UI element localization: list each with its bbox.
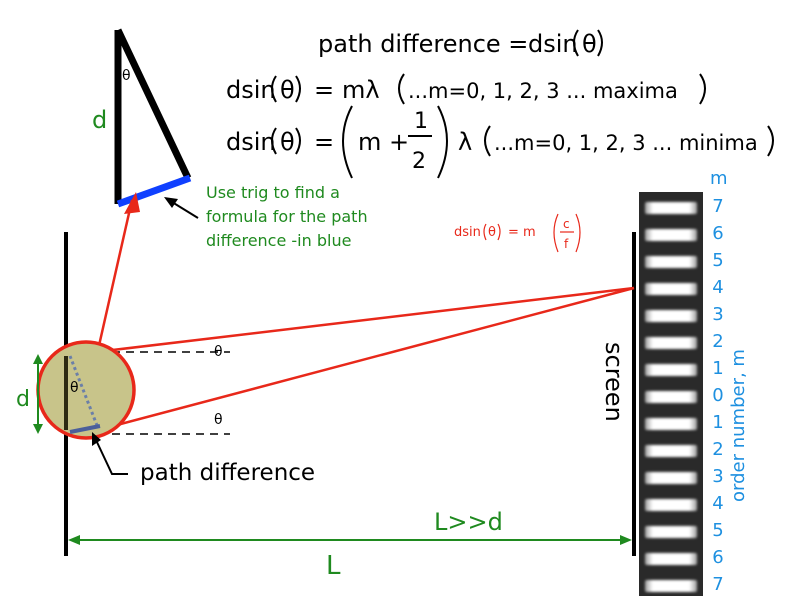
right-triangle: d θ xyxy=(92,28,192,208)
L-condition-label: L>>d xyxy=(434,508,503,536)
fringe xyxy=(645,310,697,322)
fringe xyxy=(645,364,697,376)
lower-theta-label: θ xyxy=(214,412,223,428)
rays xyxy=(95,199,635,432)
ray-to-triangle xyxy=(96,199,134,351)
eq2-theta: θ xyxy=(280,76,295,104)
eq3-equals: = xyxy=(314,128,334,156)
eq2-equals: = xyxy=(314,76,334,104)
L-dimension-arrow: L>>d L xyxy=(68,508,632,581)
triangle-path-difference xyxy=(116,174,192,208)
trig-note-line1: Use trig to find a xyxy=(206,183,340,202)
eq2-note: ...m=0, 1, 2, 3 ... maxima xyxy=(408,79,678,103)
fringe xyxy=(645,418,697,430)
order-number: 5 xyxy=(712,250,724,271)
order-number: 0 xyxy=(712,385,724,406)
ray-arrowhead xyxy=(124,192,140,214)
equation-minima: dsin θ = m + 1 2 λ ...m=0, 1, 2, 3 ... m… xyxy=(226,105,774,179)
eq3-func: dsin xyxy=(226,128,276,156)
eq1-left: path difference = xyxy=(318,30,528,58)
order-number: 3 xyxy=(712,304,724,325)
order-number: 4 xyxy=(712,493,724,514)
m-header-label: m xyxy=(710,168,728,189)
red-equation: dsin θ = m c f xyxy=(454,213,581,253)
trig-note: Use trig to find a formula for the path … xyxy=(206,183,368,250)
eq3-numerator: 1 xyxy=(414,109,428,134)
red-eq-theta: θ xyxy=(488,225,496,240)
red-eq-den: f xyxy=(564,237,569,251)
equation-maxima: dsin θ = mλ ...m=0, 1, 2, 3 ... maxima xyxy=(226,73,706,105)
fringe xyxy=(645,526,697,538)
eq2-func: dsin xyxy=(226,76,276,104)
ray-upper xyxy=(95,286,635,354)
order-number: 1 xyxy=(712,358,724,379)
order-number: 4 xyxy=(712,277,724,298)
order-number: 3 xyxy=(712,466,724,487)
order-number: 6 xyxy=(712,547,724,568)
order-axis-label: order number, m xyxy=(728,349,749,502)
eq1-theta: θ xyxy=(582,30,597,58)
order-number: 2 xyxy=(712,439,724,460)
interference-pattern xyxy=(639,192,703,596)
trig-note-line2: formula for the path xyxy=(206,207,368,226)
fringe xyxy=(645,553,697,565)
eq3-theta: θ xyxy=(280,128,295,156)
zoom-theta-label: θ xyxy=(70,380,79,396)
L-label: L xyxy=(326,551,341,581)
order-number: 1 xyxy=(712,412,724,433)
red-eq-func: dsin xyxy=(454,225,481,240)
ray-lower xyxy=(97,286,635,432)
red-eq-num: c xyxy=(563,217,570,231)
order-number: 6 xyxy=(712,223,724,244)
eq3-m-plus: m + xyxy=(358,128,409,156)
slit-zoom-circle: θ xyxy=(36,340,136,440)
slit-d-label: d xyxy=(16,387,30,412)
red-eq-rhs: = m xyxy=(508,225,536,240)
order-number: 7 xyxy=(712,196,724,217)
triangle-theta-label: θ xyxy=(122,68,131,84)
upper-theta-label: θ xyxy=(214,344,223,360)
order-number: 7 xyxy=(712,574,724,595)
eq3-note: ...m=0, 1, 2, 3 ... minima xyxy=(494,131,758,155)
path-difference-label: path difference xyxy=(140,460,315,486)
order-number: 2 xyxy=(712,331,724,352)
screen-label: screen xyxy=(600,342,628,422)
fringe xyxy=(645,445,697,457)
trig-note-line3: difference -in blue xyxy=(206,231,351,250)
fringe xyxy=(645,391,697,403)
fringe xyxy=(645,580,697,592)
fringe xyxy=(645,229,697,241)
eq3-lambda: λ xyxy=(458,128,472,156)
eq3-denominator: 2 xyxy=(412,149,426,174)
path-difference-pointer: path difference xyxy=(92,432,315,486)
order-number: 5 xyxy=(712,520,724,541)
trig-note-arrow xyxy=(164,197,199,219)
fringe xyxy=(645,256,697,268)
fringe xyxy=(645,283,697,295)
eq1-func: dsin xyxy=(528,30,578,58)
fringe xyxy=(645,202,697,214)
triangle-d-label: d xyxy=(92,106,107,134)
fringe xyxy=(645,472,697,484)
eq2-rhs: mλ xyxy=(342,76,380,104)
fringe xyxy=(645,337,697,349)
equation-path-difference: path difference = dsin θ xyxy=(318,29,603,58)
slit-d-arrow: d xyxy=(16,354,43,434)
fringe xyxy=(645,499,697,511)
